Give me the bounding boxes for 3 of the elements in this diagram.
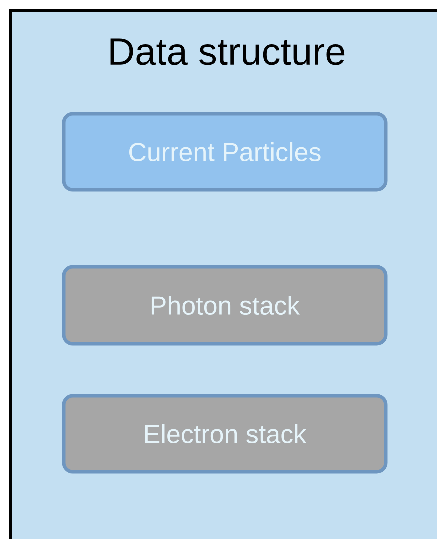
stack-box: Photon stack	[62, 265, 388, 346]
stack-box: Electron stack	[62, 394, 388, 474]
stack-box: Current Particles	[62, 112, 388, 192]
